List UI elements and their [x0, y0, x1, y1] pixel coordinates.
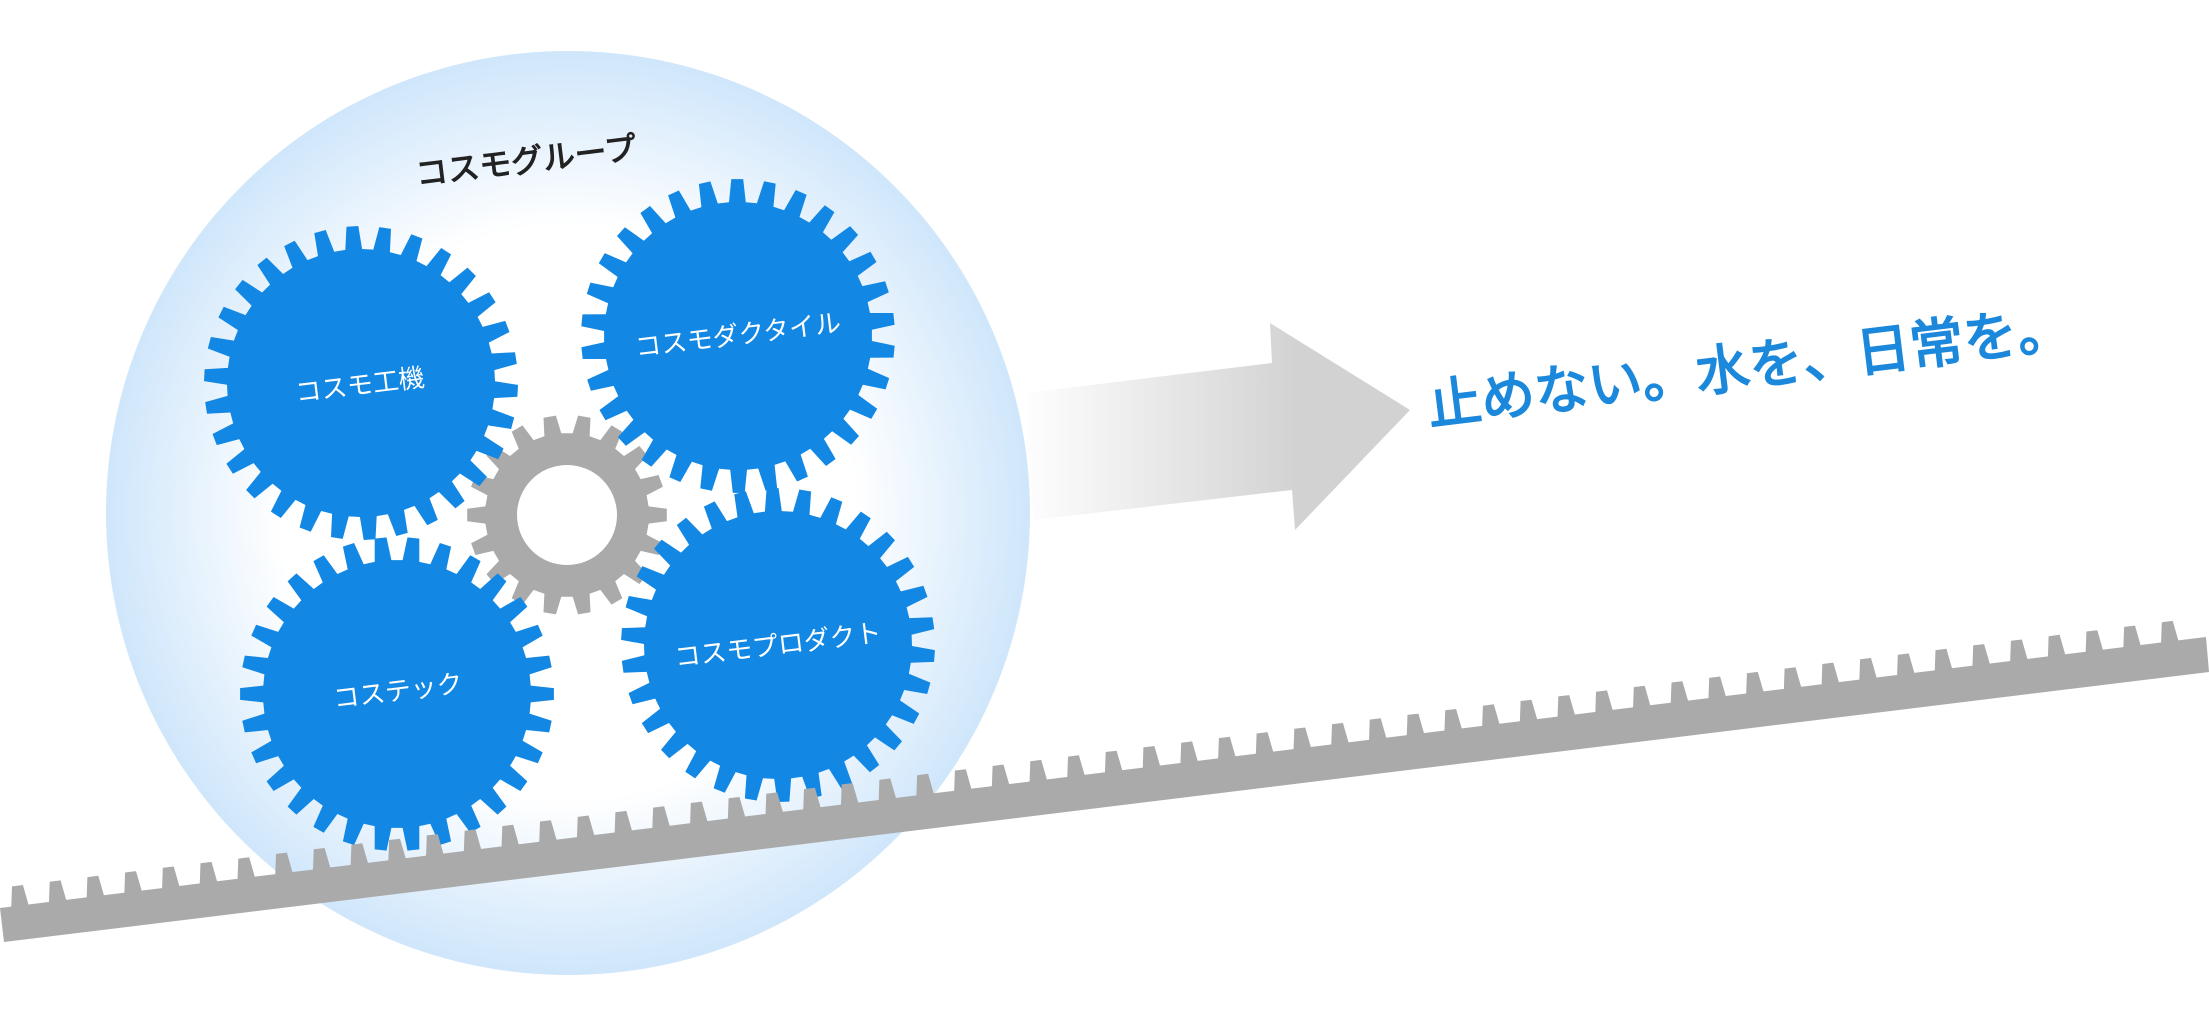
rack-tooth	[1331, 722, 1350, 747]
rack-tooth	[576, 815, 595, 840]
rack-tooth	[1783, 667, 1802, 691]
rack-tooth	[878, 778, 897, 803]
rack-tooth	[11, 885, 29, 909]
rack-tooth	[388, 838, 407, 863]
gear-rack	[0, 620, 2209, 942]
rack-tooth	[1406, 713, 1425, 738]
center-gear	[467, 415, 667, 615]
rack-tooth	[1369, 718, 1387, 742]
rack-tooth	[991, 764, 1010, 789]
rack-tooth	[1255, 732, 1274, 756]
rack-tooth	[1104, 750, 1123, 775]
rack-tooth	[652, 806, 671, 830]
rack-tooth	[237, 857, 256, 881]
rack-tooth	[2010, 639, 2028, 664]
rack-tooth	[2047, 634, 2066, 659]
rack-tooth	[1142, 746, 1161, 770]
rack-tooth	[1633, 685, 1651, 710]
rack-tooth	[199, 861, 218, 886]
rack-tooth	[1972, 644, 1991, 668]
rack-tooth	[1708, 676, 1727, 701]
gear-icon	[581, 179, 895, 493]
rack-tooth	[1218, 736, 1236, 761]
rack-tooth	[1595, 690, 1614, 714]
slogan: 止めない。水を、日常を。	[1424, 296, 2075, 438]
rack-tooth	[1670, 681, 1689, 705]
center-gear-hole	[517, 465, 617, 565]
rack-tooth	[86, 875, 105, 900]
rack-bar	[0, 637, 2209, 942]
rack-tooth	[501, 824, 520, 849]
rack-tooth	[162, 866, 180, 891]
gear-icon	[621, 488, 935, 802]
rack-tooth	[1746, 671, 1764, 696]
rack-tooth	[2085, 630, 2104, 654]
rack-tooth	[463, 829, 482, 853]
arrow-right-icon	[1025, 323, 1410, 530]
rack-tooth	[1557, 695, 1576, 719]
rack-tooth	[1444, 709, 1463, 733]
rack-tooth	[1029, 759, 1048, 784]
rack-tooth	[1934, 648, 1953, 673]
rack-teeth	[11, 620, 2179, 909]
gear-icon	[240, 537, 554, 851]
rack-tooth	[840, 783, 859, 807]
rack-tooth	[1897, 653, 1915, 677]
rack-tooth	[2123, 625, 2142, 650]
rack-tooth	[1482, 704, 1500, 728]
rack-tooth	[690, 801, 708, 826]
rack-tooth	[727, 797, 746, 821]
rack-tooth	[1180, 741, 1199, 765]
rack-tooth	[124, 871, 143, 895]
rack-tooth	[1067, 755, 1086, 779]
rack-tooth	[1519, 699, 1538, 724]
gear-icon	[204, 226, 518, 540]
rack-tooth	[1859, 658, 1878, 682]
rack-tooth	[954, 769, 972, 793]
rack-tooth	[426, 834, 444, 858]
company-gear-kouki: コスモ工機	[204, 226, 518, 540]
company-gear-product: コスモプロダクト	[621, 488, 935, 802]
rack-tooth	[275, 852, 293, 877]
rack-tooth	[48, 880, 67, 904]
rack-tooth	[1293, 727, 1312, 752]
rack-tooth	[614, 810, 633, 835]
rack-tooth	[539, 820, 558, 844]
rack-tooth	[1821, 662, 1840, 687]
rack-tooth	[312, 848, 331, 872]
rack-tooth	[350, 843, 369, 867]
company-gear-costec: コステック	[240, 537, 554, 851]
company-gear-ductile: コスモダクタイル	[581, 179, 895, 493]
rack-tooth	[916, 773, 935, 798]
rack-tooth	[2161, 620, 2179, 645]
rack-tooth	[803, 787, 822, 812]
rack-tooth	[765, 792, 784, 816]
